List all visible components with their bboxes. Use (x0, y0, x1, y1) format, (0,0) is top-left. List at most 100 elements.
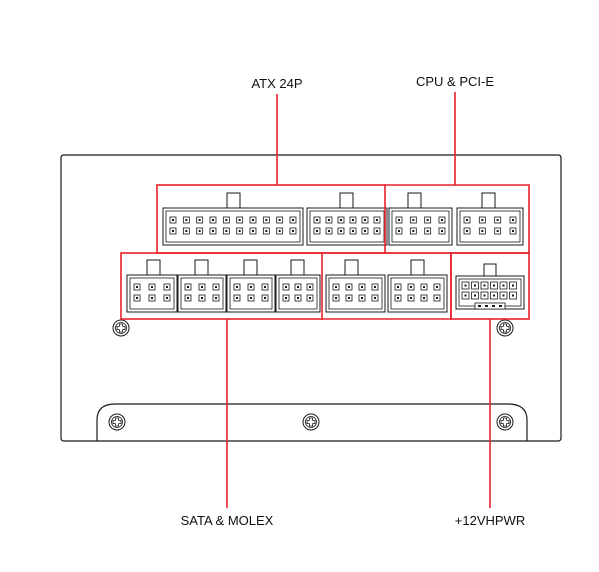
pin-dot (172, 219, 174, 221)
pin-dot (252, 219, 254, 221)
pin-dot (201, 297, 203, 299)
pin-dot (412, 219, 415, 221)
pin-dot (441, 230, 443, 232)
leader-lines (226, 92, 491, 508)
sense-pin (492, 305, 495, 307)
pin-dot (374, 297, 376, 299)
connector-row-top (162, 192, 524, 246)
pin-dot (436, 286, 438, 288)
pin-dot (436, 297, 438, 299)
latch-tab (483, 263, 497, 277)
connector-body (162, 207, 304, 246)
pin-dot (292, 219, 294, 221)
pin-dot (340, 219, 342, 221)
pin-dot (398, 230, 400, 232)
screw-icon (112, 319, 130, 337)
sense-pin (485, 305, 488, 307)
pin-dot (502, 284, 505, 287)
connector-inner (390, 277, 445, 310)
screw-icon (496, 319, 514, 337)
pin-dot (198, 230, 201, 232)
sata-connector-2-icon (177, 259, 227, 313)
pin-dot (464, 284, 467, 287)
pin-dot (238, 219, 241, 221)
connector-body (306, 207, 388, 246)
pin-dot (225, 219, 228, 221)
pin-dot (423, 297, 425, 299)
latch-tab (407, 192, 422, 209)
pin-dot (278, 230, 281, 232)
molex-connector-1-icon (325, 259, 386, 313)
pin-dot (397, 286, 399, 288)
pin-dot (212, 230, 214, 232)
screw-cross (116, 323, 126, 333)
pin-dot (215, 297, 217, 299)
pin-dot (512, 294, 514, 297)
pin-dot (201, 286, 203, 288)
atx-connector-a-icon (162, 192, 304, 246)
pin-dot (493, 294, 495, 297)
pin-dot (185, 219, 188, 221)
screw-rim (499, 416, 511, 428)
pin-dot (483, 284, 486, 287)
connector-body (226, 274, 276, 313)
connector-inner (229, 277, 273, 310)
connector-inner (391, 210, 450, 243)
pin-dot (151, 286, 153, 288)
latch-tab (194, 259, 209, 276)
latch-tab (243, 259, 258, 276)
pin-dot (264, 286, 266, 288)
screw-icon (496, 413, 514, 431)
pcie-connector-icon (456, 192, 524, 246)
pin-dot (250, 297, 252, 299)
pin-dot (512, 230, 514, 232)
pin-dot (236, 286, 238, 288)
pin-dot (185, 230, 188, 232)
connector-body (126, 274, 178, 313)
cpu-connector-icon (388, 192, 453, 246)
sata-connector-4-icon (275, 259, 321, 313)
pin-dot (136, 286, 138, 288)
connector-body (456, 207, 524, 246)
pin-dot (496, 230, 499, 232)
sense-pin (499, 305, 502, 307)
latch-tab (290, 259, 305, 276)
label-sata-molex: SATA & MOLEX (181, 513, 274, 528)
pin-dot (397, 297, 399, 299)
pin-dot (187, 286, 189, 288)
screw-icon (302, 413, 320, 431)
sata-connector-1-icon (126, 259, 178, 313)
pin-dot (512, 219, 514, 221)
psu-bottom-recess (96, 403, 528, 441)
pin-dot (285, 286, 287, 288)
pin-dot (483, 294, 486, 297)
pin-dot (166, 286, 168, 288)
pin-dot (364, 230, 366, 232)
pin-dot (187, 297, 189, 299)
connector-body (387, 274, 448, 313)
pin-dot (166, 297, 168, 299)
pin-dot (474, 284, 476, 287)
pin-dot (309, 297, 311, 299)
atx-connector-b-icon (306, 192, 388, 246)
pin-dot (481, 230, 484, 232)
connector-row-bottom (126, 259, 448, 313)
screw-icon (108, 413, 126, 431)
screw-rim (499, 322, 511, 334)
molex-connector-2-icon (387, 259, 448, 313)
pin-dot (348, 297, 350, 299)
pin-dot (265, 230, 268, 232)
pin-dot (340, 230, 342, 232)
screw-cross (306, 417, 316, 427)
screw-cross (500, 323, 510, 333)
pin-dot (309, 286, 311, 288)
pin-dot (398, 219, 400, 221)
psu-panel-outline (60, 154, 562, 442)
pin-dot (361, 286, 363, 288)
pin-dot (376, 230, 378, 232)
connector-inner (309, 210, 385, 243)
latch-tab (481, 192, 496, 209)
pin-dot (278, 219, 281, 221)
pin-dot (292, 230, 294, 232)
pin-dot (335, 286, 337, 288)
